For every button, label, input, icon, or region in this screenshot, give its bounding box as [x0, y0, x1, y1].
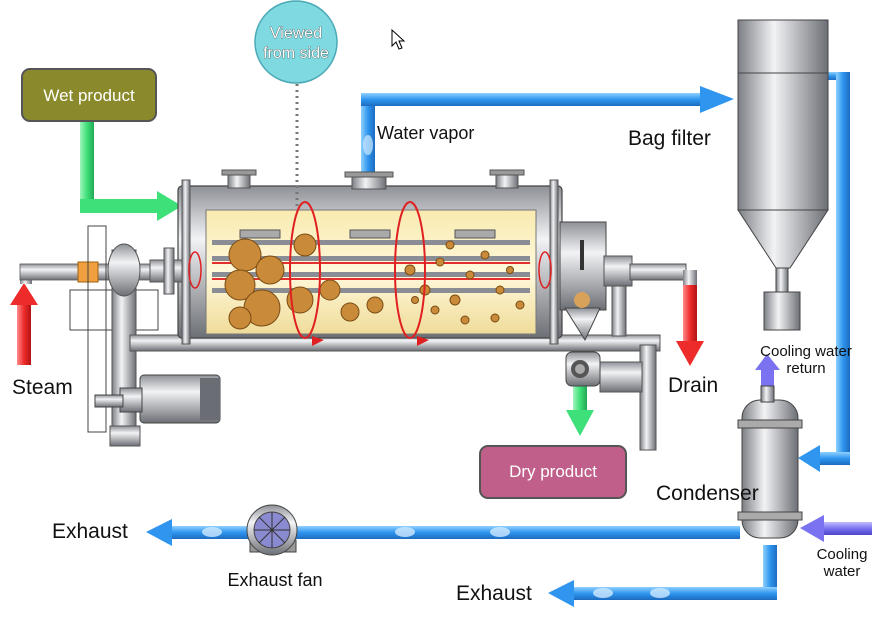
cooling-water-return-arrow [755, 354, 780, 388]
exhaust-fan [246, 504, 298, 556]
condenser [737, 385, 803, 539]
cooling-water-line1: Cooling [817, 546, 868, 563]
dry-product-box: Dry product [479, 445, 627, 499]
discharge-housing [559, 221, 697, 342]
exhaust-pipe-top [146, 519, 740, 546]
dry-product-label: Dry product [509, 462, 597, 481]
wet-product-label: Wet product [43, 86, 135, 105]
top-nozzles [221, 169, 525, 190]
exhaust-fan-label: Exhaust fan [227, 570, 322, 590]
viewed-label-line2: from side [263, 45, 329, 62]
bag-filter [737, 19, 829, 331]
drain-arrow [676, 283, 704, 366]
steam-label: Steam [12, 376, 73, 399]
exhaust-pipe-bottom [548, 545, 777, 607]
exhaust-bottom-label: Exhaust [456, 582, 532, 605]
condenser-label: Condenser [656, 482, 759, 505]
heating-tubes [212, 229, 530, 293]
dry-product-granules [404, 240, 525, 325]
dry-product-arrow [566, 385, 594, 436]
bag-filter-label: Bag filter [628, 127, 711, 150]
cooling-water-line2: water [823, 563, 861, 580]
base-frame [129, 334, 661, 451]
drive-motor [94, 374, 221, 424]
water-vapor-label: Water vapor [377, 123, 474, 143]
viewed-label-line1: Viewed [270, 25, 322, 42]
wet-product-box: Wet product [21, 68, 157, 122]
viewed-from-side-callout: Viewed from side [254, 0, 338, 208]
mouse-cursor-icon [391, 28, 406, 50]
shaft-left [149, 247, 183, 295]
wet-product-lumps [224, 233, 384, 330]
drain-label: Drain [668, 374, 718, 397]
rotary-valve [565, 351, 601, 387]
condenser-feed-pipe [798, 72, 850, 472]
vapor-pipe [361, 86, 734, 178]
rotation-indicators [188, 201, 552, 346]
steam-arrow [10, 283, 38, 365]
wet-product-feed-arrow [80, 120, 182, 221]
cooling-water-return-line2: return [786, 360, 825, 377]
cooling-water-return-line1: Cooling water [760, 343, 852, 360]
exhaust-top-label: Exhaust [52, 520, 128, 543]
cooling-water-in-arrow [800, 515, 872, 542]
